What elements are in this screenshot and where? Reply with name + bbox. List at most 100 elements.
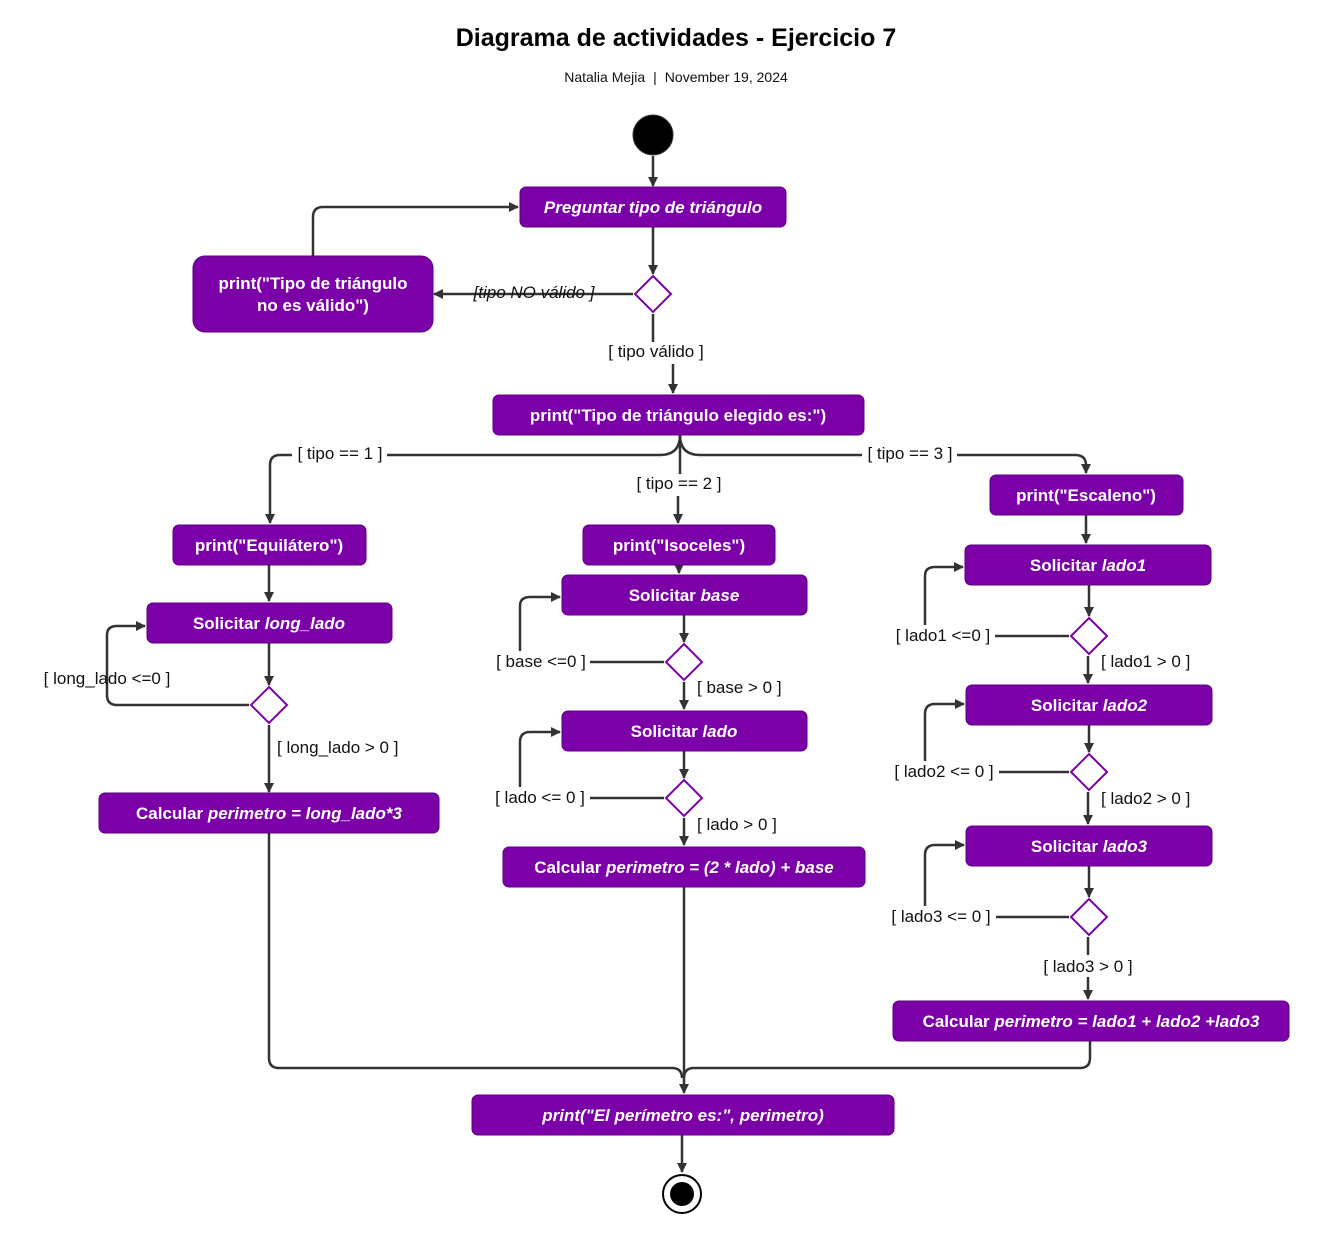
- node-calc-equilatero: Calcular perimetro = long_lado*3: [98, 792, 440, 834]
- guard-base-le: [ base <=0 ]: [496, 652, 586, 671]
- calc-esc-text-run-0: Calcular: [923, 1012, 995, 1031]
- node-resultado-label: print("El perímetro es:", perimetro): [541, 1106, 824, 1125]
- meta-separator: |: [653, 69, 657, 85]
- edge-branch-tipo1: [265, 434, 682, 524]
- node-calc-escaleno-label: Calcular perimetro = lado1 + lado2 +lado…: [923, 1012, 1260, 1031]
- author-name: Natalia Mejia: [564, 69, 646, 85]
- sol-long-lado-text-run-1: long_lado: [265, 614, 345, 633]
- node-solicitar-lado: Solicitar lado: [561, 710, 808, 752]
- node-solicitar-lado-label: Solicitar lado: [631, 722, 738, 741]
- node-preguntar-label: Preguntar tipo de triángulo: [544, 198, 762, 217]
- sol-base-text-run-0: Solicitar: [629, 586, 701, 605]
- node-isoceles: print("Isoceles"): [582, 524, 776, 566]
- final-node: [662, 1174, 702, 1214]
- sol-long-lado-text-run-0: Solicitar: [193, 614, 265, 633]
- node-equilatero: print("Equilátero"): [172, 524, 367, 566]
- edge-long-loop: [105, 621, 249, 707]
- preguntar-text-run-0: Preguntar tipo de triángulo: [544, 198, 762, 217]
- decision-lado: [664, 778, 704, 818]
- node-elegido-label: print("Tipo de triángulo elegido es:"): [530, 406, 826, 425]
- calc-equi-text-run-1: perimetro = long_lado*3: [207, 804, 403, 823]
- guard-lado2-le: [ lado2 <= 0 ]: [894, 762, 993, 781]
- node-calc-isoceles: Calcular perimetro = (2 * lado) + base: [502, 846, 866, 888]
- node-escaleno: print("Escaleno"): [989, 474, 1184, 516]
- sol-lado1-text-run-1: lado1: [1102, 556, 1146, 575]
- node-solicitar-long-lado: Solicitar long_lado: [146, 602, 393, 644]
- sol-lado-text-run-0: Solicitar: [631, 722, 703, 741]
- edges: [105, 156, 1094, 1173]
- guard-base-gt: [ base > 0 ]: [697, 678, 782, 697]
- node-calc-escaleno: Calcular perimetro = lado1 + lado2 +lado…: [892, 1000, 1290, 1042]
- no-valido-1-text-run-0: print("Tipo de triángulo: [218, 274, 407, 293]
- node-solicitar-lado3-label: Solicitar lado3: [1031, 837, 1148, 856]
- sol-lado2-text-run-1: lado2: [1103, 696, 1148, 715]
- sol-lado3-text-run-0: Solicitar: [1031, 837, 1103, 856]
- calc-iso-text-run-1: perimetro = (2 * lado) + base: [605, 858, 834, 877]
- decision-base: [664, 642, 704, 682]
- diagram-meta: Natalia Mejia | November 19, 2024: [0, 69, 1329, 85]
- sol-lado2-text-run-0: Solicitar: [1031, 696, 1103, 715]
- node-solicitar-lado3: Solicitar lado3: [965, 825, 1213, 867]
- node-solicitar-lado1: Solicitar lado1: [964, 544, 1212, 586]
- edge-lado-loop: [518, 727, 664, 800]
- sol-base-text-run-1: base: [701, 586, 740, 605]
- node-preguntar-tipo: Preguntar tipo de triángulo: [519, 186, 787, 228]
- guard-long-lado-gt: [ long_lado > 0 ]: [277, 738, 398, 757]
- calc-equi-text-run-0: Calcular: [136, 804, 208, 823]
- node-no-valido-line1: print("Tipo de triángulo: [218, 274, 407, 293]
- node-tipo-elegido: print("Tipo de triángulo elegido es:"): [492, 394, 865, 436]
- guard-lado1-le: [ lado1 <=0 ]: [896, 626, 991, 645]
- decision-long-lado: [249, 685, 289, 725]
- guard-tipo-2: [ tipo == 2 ]: [636, 474, 721, 493]
- decision-tipo: [633, 274, 673, 314]
- guard-lado1-gt: [ lado1 > 0 ]: [1101, 652, 1190, 671]
- node-solicitar-lado2: Solicitar lado2: [965, 684, 1213, 726]
- sol-lado1-text-run-0: Solicitar: [1030, 556, 1102, 575]
- decision-lado1: [1069, 616, 1109, 656]
- elegido-text-run-0: print("Tipo de triángulo elegido es:"): [530, 406, 826, 425]
- initial-node: [632, 114, 674, 156]
- resultado-text-run-0: print("El perímetro es:", perimetro): [541, 1106, 824, 1125]
- node-resultado: print("El perímetro es:", perimetro): [471, 1094, 895, 1136]
- node-solicitar-long-lado-label: Solicitar long_lado: [193, 614, 345, 633]
- actions: Preguntar tipo de triángulo print("Tipo …: [98, 186, 1290, 1136]
- node-solicitar-lado2-label: Solicitar lado2: [1031, 696, 1148, 715]
- edge-merge-esc: [682, 1041, 1092, 1079]
- guard-lado3-le: [ lado3 <= 0 ]: [891, 907, 990, 926]
- node-calc-isoceles-label: Calcular perimetro = (2 * lado) + base: [534, 858, 834, 877]
- node-solicitar-base-label: Solicitar base: [629, 586, 740, 605]
- edge-novalido-loop: [311, 202, 519, 256]
- guards: [tipo NO válido ] [ tipo válido ] [ tipo…: [44, 283, 1190, 977]
- equilatero-text-run-0: print("Equilátero"): [195, 536, 343, 555]
- decision-lado3: [1069, 897, 1109, 937]
- guard-tipo-valido: [ tipo válido ]: [608, 342, 703, 361]
- escaleno-text-run-0: print("Escaleno"): [1016, 486, 1156, 505]
- edge-merge-equi: [267, 833, 684, 1079]
- calc-esc-text-run-1: perimetro = lado1 + lado2 +lado3: [993, 1012, 1260, 1031]
- sol-lado3-text-run-1: lado3: [1103, 837, 1148, 856]
- guard-long-lado-le: [ long_lado <=0 ]: [44, 669, 171, 688]
- guard-lado3-gt: [ lado3 > 0 ]: [1043, 957, 1132, 976]
- guard-tipo-no-valido: [tipo NO válido ]: [473, 283, 596, 302]
- guard-tipo-3: [ tipo == 3 ]: [867, 444, 952, 463]
- edge-lado1-loop: [923, 562, 1069, 638]
- node-solicitar-lado1-label: Solicitar lado1: [1030, 556, 1146, 575]
- edge-lado2-loop: [923, 699, 1069, 774]
- node-tipo-no-valido: print("Tipo de triángulo no es válido"): [192, 255, 434, 333]
- node-no-valido-line2: no es válido"): [257, 296, 369, 315]
- guard-tipo-1: [ tipo == 1 ]: [297, 444, 382, 463]
- guard-lado2-gt: [ lado2 > 0 ]: [1101, 789, 1190, 808]
- node-escaleno-label: print("Escaleno"): [1016, 486, 1156, 505]
- diagram-title: Diagrama de actividades - Ejercicio 7: [455, 24, 897, 52]
- guard-lado-gt: [ lado > 0 ]: [697, 815, 777, 834]
- node-calc-equilatero-label: Calcular perimetro = long_lado*3: [136, 804, 402, 823]
- diagram-date: November 19, 2024: [664, 69, 788, 85]
- edge-base-loop: [518, 592, 664, 664]
- decisions: [249, 274, 1109, 937]
- guard-lado-le: [ lado <= 0 ]: [495, 788, 585, 807]
- decision-lado2: [1069, 752, 1109, 792]
- node-solicitar-base: Solicitar base: [561, 574, 808, 616]
- edge-branch-tipo3: [678, 434, 1091, 474]
- node-equilatero-label: print("Equilátero"): [195, 536, 343, 555]
